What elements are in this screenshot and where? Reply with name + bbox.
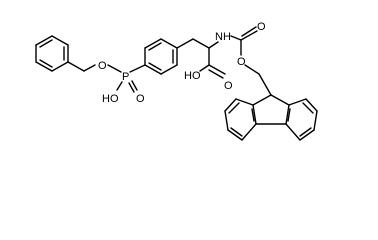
- o-double-p-label: O: [136, 93, 145, 105]
- o-benzyl-label: O: [98, 60, 107, 72]
- o-carbonyl-acid-label: O: [224, 80, 233, 92]
- o-carbonyl-carbamate-label: O: [257, 21, 266, 33]
- phosphonate-bonds: [116, 64, 146, 93]
- alpha-carbon-bonds: [199, 41, 226, 79]
- side-chain-bonds: [176, 38, 210, 49]
- o-ester-carbamate-label: O: [237, 56, 246, 68]
- chemical-structure: O P O HO NH O O HO O: [35, 21, 318, 141]
- nh-label: NH: [215, 31, 231, 43]
- fluorene-ring-system: [224, 94, 318, 141]
- benzyl-phenyl-ring: [35, 35, 69, 72]
- ho-acid-label: HO: [184, 70, 201, 82]
- carbamate-bonds: [230, 26, 272, 96]
- benzyl-linker-bonds: [67, 61, 122, 73]
- central-phenyl-ring: [144, 38, 178, 75]
- p-atom-label: P: [122, 71, 129, 83]
- ho-p-label: HO: [102, 93, 119, 105]
